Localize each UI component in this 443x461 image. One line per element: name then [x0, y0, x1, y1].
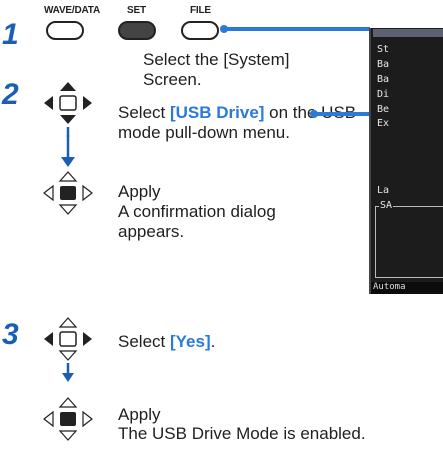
file-button[interactable]: [181, 21, 219, 40]
screen-line: La: [377, 185, 390, 196]
file-button-label: FILE: [190, 5, 211, 16]
screen-title-bar: [373, 29, 443, 37]
down-arrow-icon: [61, 135, 75, 167]
step1-text: Select the [System] Screen.: [143, 50, 290, 89]
step-number-1: 1: [2, 18, 19, 51]
step3-text: Select [Yes].: [118, 332, 216, 351]
screen-line: Ba: [377, 59, 390, 70]
device-screen: St Ba Ba Di Be Ex La SA Automa: [369, 28, 443, 294]
screen-footer: Automa: [371, 282, 443, 294]
step3-apply-desc: The USB Drive Mode is enabled.: [118, 424, 366, 443]
screen-line: Di: [377, 89, 390, 100]
screen-line: Ba: [377, 74, 390, 85]
callout-dot-1: [220, 25, 228, 33]
step2-apply-desc: A confirmation dialog appears.: [118, 202, 276, 241]
usb-drive-option: [USB Drive]: [169, 103, 265, 122]
screen-sa-label: SA: [379, 200, 394, 211]
screen-line: St: [377, 44, 390, 55]
wave-data-button[interactable]: [46, 21, 84, 40]
step3-apply-label: Apply: [118, 405, 161, 424]
screen-line: Be: [377, 104, 390, 115]
step-number-3: 3: [2, 318, 19, 351]
set-button-label: SET: [127, 5, 146, 16]
callout-dot-2: [310, 110, 318, 118]
set-button[interactable]: [118, 21, 156, 40]
screen-group-box: [375, 206, 443, 278]
wave-data-button-label: WAVE/DATA: [44, 5, 100, 16]
dpad-enter-icon: [43, 171, 93, 215]
screen-line: Ex: [377, 118, 390, 129]
step2-apply-label: Apply: [118, 182, 161, 201]
dpad-left-right-icon: [44, 317, 92, 382]
callout-line-1: [222, 27, 370, 31]
dpad-enter-icon-2: [43, 397, 93, 441]
callout-line-2: [313, 112, 370, 116]
step2-text: Select [USB Drive] on the USB mode pull-…: [118, 103, 356, 142]
dpad-up-down-icon: [44, 82, 92, 137]
yes-option: [Yes]: [169, 332, 211, 351]
step-number-2: 2: [2, 78, 19, 111]
